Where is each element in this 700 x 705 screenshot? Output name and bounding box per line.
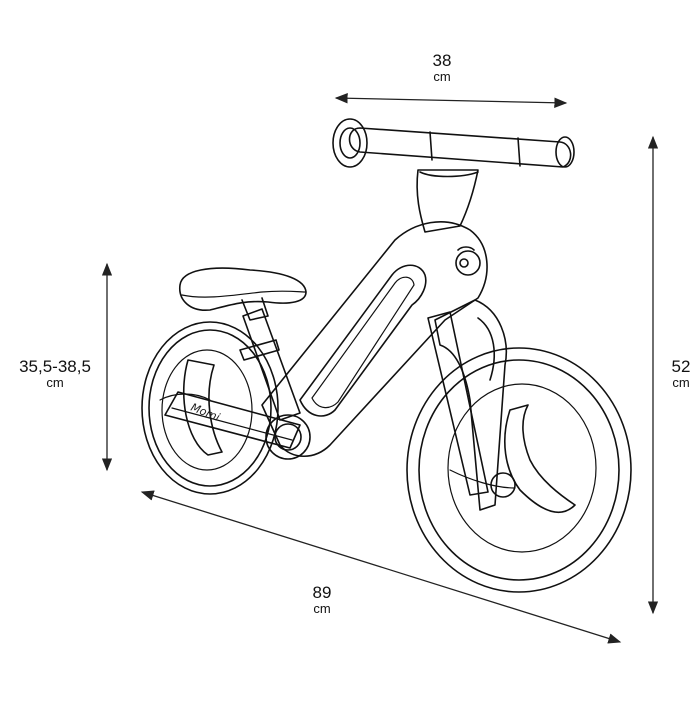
stem — [416, 169, 479, 233]
handlebar-width-dimension-line — [334, 93, 568, 108]
total-height-unit: cm — [672, 375, 690, 390]
emblem-icon — [455, 246, 481, 276]
saddle — [179, 267, 307, 321]
length-dimension-line — [140, 490, 622, 644]
seat-height-unit: cm — [46, 375, 64, 390]
rear-wheel — [141, 321, 279, 495]
handlebar-width-unit: cm — [433, 69, 451, 84]
seat-height-value: 35,5-38,5 — [19, 357, 91, 376]
front-wheel — [406, 347, 632, 593]
handlebar-width-label: 38 cm — [420, 52, 464, 83]
handlebar — [332, 118, 575, 168]
length-unit: cm — [313, 601, 331, 616]
total-height-value: 52 — [671, 357, 691, 376]
rear-stay — [164, 391, 301, 449]
length-label: 89 cm — [300, 584, 344, 615]
front-fork — [427, 299, 507, 511]
total-height-label: 52 cm — [664, 358, 698, 389]
bike-frame — [239, 221, 488, 460]
seat-height-label: 35,5-38,5 cm — [6, 358, 104, 389]
length-value: 89 — [312, 583, 332, 602]
frame-logo-text: Momi — [189, 401, 222, 424]
handlebar-width-value: 38 — [432, 51, 452, 70]
